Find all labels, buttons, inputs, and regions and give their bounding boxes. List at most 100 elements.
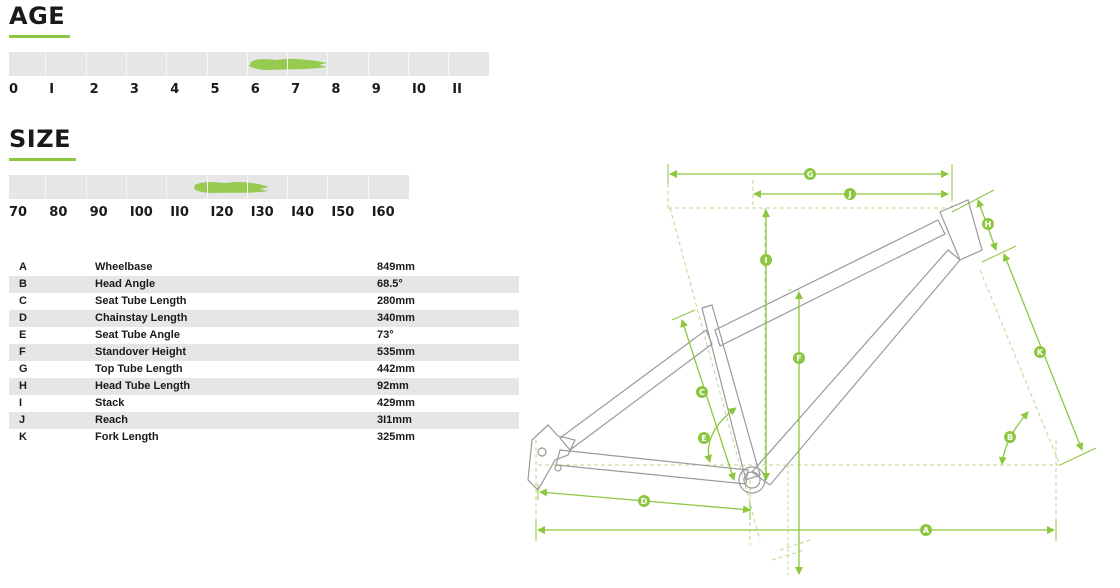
svg-text:G: G [807,170,814,179]
geometry-row: I Stack 429mm [9,395,519,412]
dimension-label-h: H [982,218,994,230]
geometry-value: 92mm [377,378,519,395]
size-scale-label: I40 [291,205,315,220]
geometry-name: Chainstay Length [95,310,377,327]
geometry-value: 73° [377,329,394,341]
dimension-label-j: J [844,188,856,200]
dimension-label-i: I [760,254,772,266]
geometry-row: E Seat Tube Angle 73° [9,327,519,344]
geometry-key: D [9,310,95,327]
size-scale-label: I30 [250,205,274,220]
geometry-name: Seat Tube Length [95,295,187,307]
bike-frame [527,199,983,494]
size-scale-label: 90 [89,205,108,220]
geometry-key: B [9,276,95,293]
geometry-key: E [19,329,27,341]
geometry-name: Fork Length [95,431,159,443]
age-title: AGE [9,2,66,30]
age-scale-label: II [452,82,462,97]
age-scale-label: I0 [412,82,426,97]
age-scale-divider [166,52,168,76]
geometry-key: I [19,397,23,409]
dimension-label-e: E [698,432,710,444]
geometry-value: 429mm [377,397,415,409]
age-scale-divider [287,52,289,76]
geometry-key: J [9,412,95,429]
size-scale-label: I50 [331,205,355,220]
size-scale-divider [166,175,168,199]
geometry-name: Reach [95,412,377,429]
geometry-name: Top Tube Length [95,363,183,375]
dimension-label-d: D [638,495,650,507]
size-title: SIZE [9,125,72,153]
size-scale-divider [206,175,208,199]
age-scale-divider [448,52,450,76]
geometry-value: 535mm [377,344,519,361]
age-scale-label: 3 [129,82,139,97]
size-scale-label: 70 [9,205,28,220]
size-scale-divider [45,175,47,199]
svg-text:A: A [923,526,930,535]
age-scale-divider [85,52,87,76]
svg-text:I: I [765,256,768,265]
age-scale-label: 6 [250,82,260,97]
geometry-value: 849mm [377,261,415,273]
age-scale-divider [45,52,47,76]
geometry-value: 340mm [377,310,519,327]
age-scale-divider [206,52,208,76]
geometry-name: Stack [95,397,125,409]
geometry-name: Standover Height [95,344,377,361]
age-scale-label: 5 [210,82,220,97]
size-scale-divider [287,175,289,199]
age-scale-divider [327,52,329,76]
reference-lines [535,170,1061,575]
dimension-label-g: G [804,168,816,180]
geometry-name: Head Angle [95,276,377,293]
age-range-highlight [249,58,327,70]
size-scale-divider [367,175,369,199]
dimension-label-k: K [1034,346,1046,358]
geometry-value: 442mm [377,363,415,375]
geometry-name: Wheelbase [95,261,153,273]
geometry-name: Head Tube Length [95,378,377,395]
geometry-value: 280mm [377,295,415,307]
size-scale-divider [327,175,329,199]
size-scale-bar [9,175,409,199]
geometry-value: 68.5° [377,276,519,293]
svg-text:B: B [1007,433,1013,442]
svg-text:C: C [699,388,705,397]
dimension-label-b: B [1004,431,1016,443]
dim-e [704,407,737,463]
dimension-label-a: A [920,524,932,536]
geometry-key: H [9,378,95,395]
size-scale-divider [85,175,87,199]
age-scale-label: 4 [170,82,180,97]
frame-geometry-diagram: A B C D E F G H I J K [527,164,1097,575]
age-title-underline [9,35,70,38]
svg-text:D: D [641,497,648,506]
geometry-value: 3I1mm [377,412,519,429]
dimension-label-f: F [793,352,805,364]
size-scale-divider [246,175,248,199]
size-scale-label: I20 [210,205,234,220]
age-scale-label: 7 [291,82,301,97]
age-scale-divider [408,52,409,76]
size-scale-label: 80 [49,205,68,220]
dimension-label-badges: A B C D E F G H I J K [638,168,1046,536]
age-scale-label: 2 [89,82,99,97]
age-scale-label: 8 [331,82,341,97]
geometry-name: Seat Tube Angle [95,329,180,341]
size-title-underline [9,158,76,161]
dimension-label-c: C [696,386,708,398]
dimension-lines [535,164,1097,575]
age-scale-label: I [49,82,55,97]
geometry-value: 325mm [377,431,415,443]
